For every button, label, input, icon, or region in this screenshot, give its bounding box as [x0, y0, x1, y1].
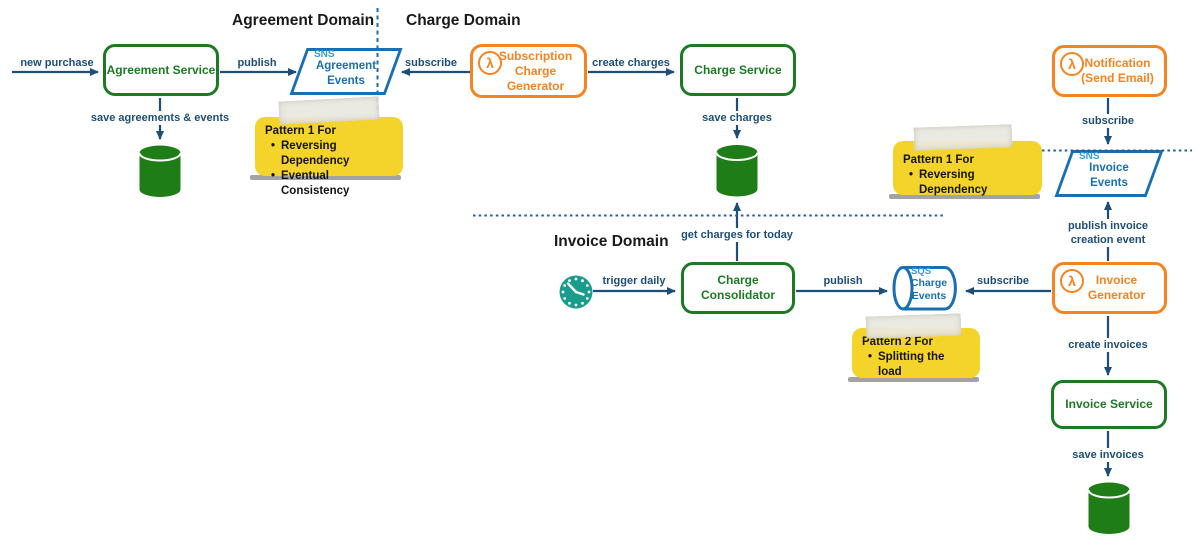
- event-label-line1: Invoice: [1089, 162, 1129, 174]
- edge-label-save-charges: save charges: [699, 111, 775, 125]
- lambda-icon: λ: [1060, 269, 1084, 293]
- lambda-label-line1: Invoice: [1095, 273, 1138, 287]
- edge-label-line1: publish invoice: [1067, 220, 1149, 232]
- note-bullet: Eventual Consistency: [281, 170, 350, 197]
- bullet-glyph: •: [908, 169, 914, 181]
- sqs-badge: SQS: [911, 266, 932, 277]
- lambda-box-invoice-generator: λ Invoice Generator: [1052, 262, 1167, 314]
- edge-label-subscribe-queue: subscribe: [977, 275, 1029, 287]
- service-label-line1: Charge: [717, 273, 759, 287]
- service-box-charge-consolidator: Charge Consolidator: [681, 262, 795, 314]
- edge-label-line2: creation event: [1070, 234, 1146, 246]
- lambda-box-subscription-charge-generator: λ Subscription Charge Generator: [470, 44, 587, 98]
- note-title: Pattern 1 For: [265, 125, 336, 137]
- event-label-line1: Agreement: [315, 60, 377, 72]
- service-box-agreement: Agreement Service: [103, 44, 219, 96]
- sns-topic-invoice-events: SNS Invoice Events: [1054, 150, 1164, 197]
- edge-label-save-agreements: save agreements & events: [87, 111, 233, 125]
- edge-label-save-invoices: save invoices: [1069, 448, 1147, 462]
- note-shadow: [889, 194, 1040, 199]
- sns-badge: SNS: [1079, 151, 1100, 162]
- edge-label-trigger-daily: trigger daily: [602, 275, 666, 287]
- edge-label-publish-invoice-event: publish invoice creation event: [1064, 219, 1152, 247]
- edge-label-publish-queue: publish: [823, 275, 863, 287]
- event-label-line2: Events: [911, 290, 947, 302]
- note-bullet: Reversing Dependency: [919, 169, 988, 196]
- sqs-queue-charge-events-icon: [892, 266, 957, 311]
- edge-label-create-invoices: create invoices: [1065, 338, 1151, 352]
- tape-icon: [913, 124, 1013, 151]
- bullet-glyph: •: [867, 351, 873, 363]
- edge-label-publish-agreement: publish: [237, 57, 277, 69]
- event-label-line1: Charge: [910, 277, 948, 289]
- note-bullet: Splitting the load: [878, 351, 945, 378]
- lambda-label-line2: Charge Generator: [506, 63, 565, 93]
- note-shadow: [848, 377, 979, 382]
- service-label: Invoice Service: [1065, 397, 1153, 411]
- service-box-invoice: Invoice Service: [1051, 380, 1167, 429]
- lambda-icon: λ: [478, 51, 502, 75]
- note-bullet: Reversing Dependency: [281, 140, 350, 167]
- service-label: Agreement Service: [106, 62, 216, 77]
- note-shadow: [250, 175, 401, 180]
- lambda-box-notification: λ Notification (Send Email): [1052, 45, 1167, 97]
- database-invoices-icon: [1087, 482, 1131, 534]
- service-box-charge: Charge Service: [680, 44, 796, 96]
- sns-topic-agreement-events: SNS Agreement Events: [289, 48, 403, 95]
- lambda-label-line1: Subscription: [498, 48, 573, 63]
- lambda-label-line2: (Send Email): [1081, 71, 1154, 85]
- bullet-glyph: •: [270, 170, 276, 182]
- service-label: Charge Service: [694, 62, 782, 77]
- clock-scheduler-icon: [559, 275, 593, 309]
- bullet-glyph: •: [270, 140, 276, 152]
- database-charges-icon: [715, 145, 759, 197]
- lambda-label-line2: Generator: [1087, 288, 1146, 302]
- service-label-line2: Consolidator: [701, 288, 775, 302]
- domain-header-invoice: Invoice Domain: [554, 233, 669, 250]
- edge-label-subscribe-agreement: subscribe: [405, 57, 457, 69]
- tape-icon: [865, 313, 962, 339]
- note-title: Pattern 2 For: [862, 336, 933, 348]
- domain-header-charge: Charge Domain: [406, 12, 521, 29]
- note-title: Pattern 1 For: [903, 154, 974, 166]
- sns-badge: SNS: [314, 49, 335, 60]
- database-agreements-icon: [138, 145, 182, 197]
- sticky-note-pattern1-agreement: Pattern 1 For • Reversing Dependency • Eve…: [255, 117, 403, 197]
- lambda-label-line1: Notification: [1084, 56, 1151, 70]
- edge-label-new-purchase: new purchase: [20, 57, 94, 69]
- event-label-line2: Events: [1090, 177, 1128, 189]
- edge-label-get-charges: get charges for today: [678, 228, 796, 242]
- event-label-line2: Events: [327, 75, 365, 87]
- lambda-icon: λ: [1060, 52, 1084, 76]
- edge-label-create-charges: create charges: [592, 57, 670, 69]
- edge-label-subscribe-notification: subscribe: [1079, 114, 1137, 128]
- domain-header-agreement: Agreement Domain: [232, 12, 375, 29]
